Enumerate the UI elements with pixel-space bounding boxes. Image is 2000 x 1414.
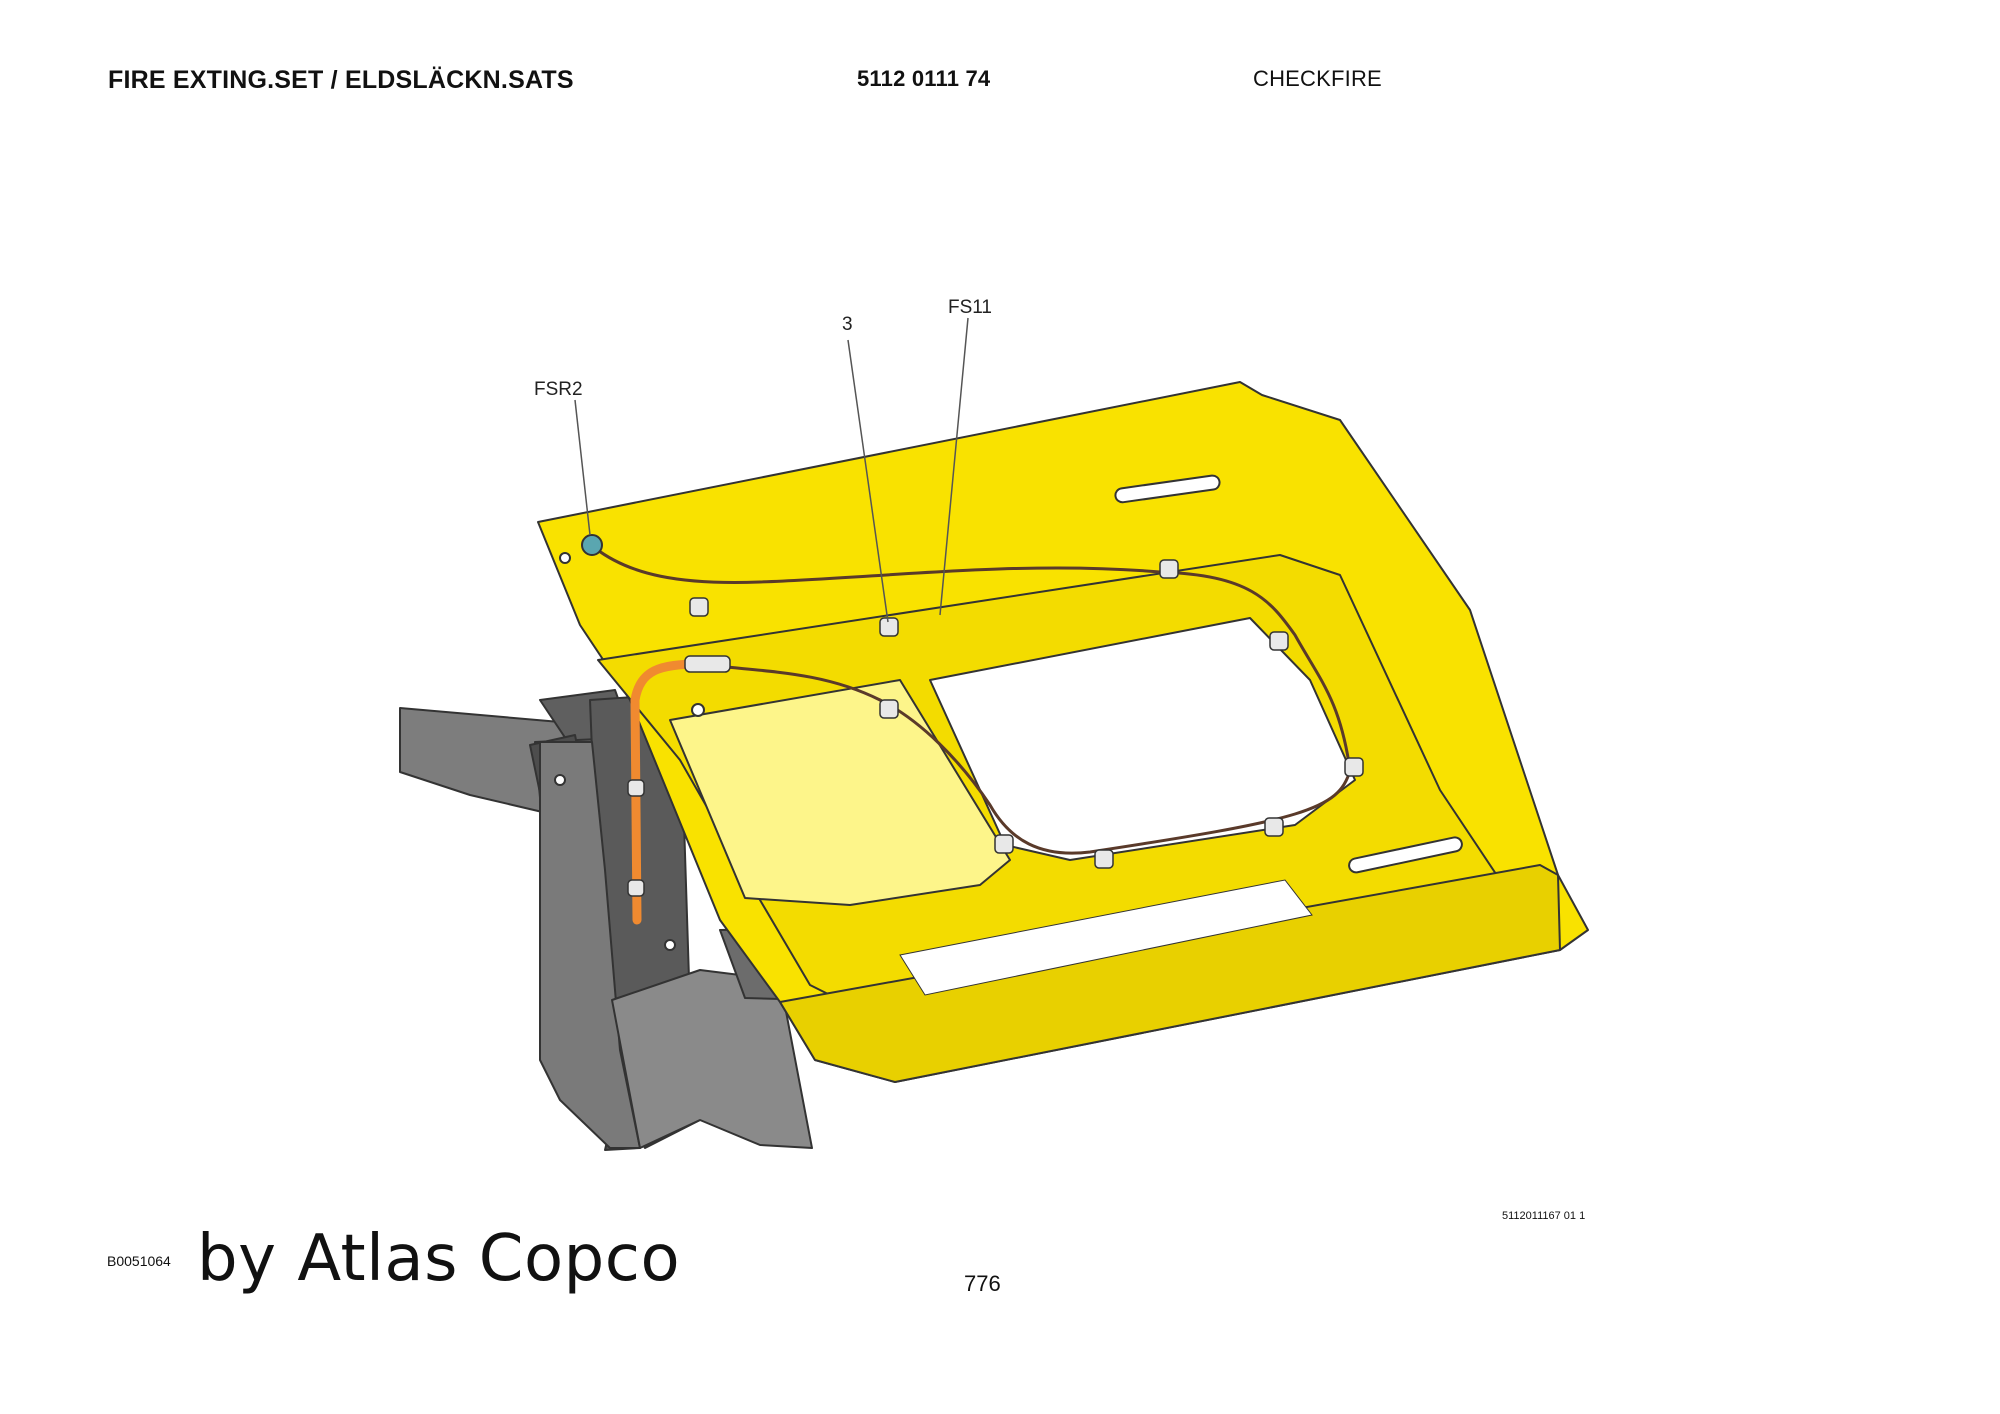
header-title: FIRE EXTING.SET / ELDSLÄCKN.SATS (108, 66, 574, 94)
vent-grille (899, 879, 1313, 996)
header-system: CHECKFIRE (1253, 66, 1382, 91)
cover-panel (537, 381, 1589, 1083)
callout-fs11: FS11 (948, 297, 992, 318)
fsr2-sensor (581, 534, 603, 556)
mounting-bracket (399, 689, 851, 1151)
figure-code: B0051064 (107, 1253, 171, 1269)
callout-item-3: 3 (842, 314, 853, 335)
cable-clamps (627, 559, 1364, 897)
header-part-number: 5112 0111 74 (857, 66, 991, 91)
drawing-number: 5112011167 01 1 (1502, 1210, 1586, 1222)
callout-fsr2: FSR2 (534, 379, 583, 400)
page-number: 776 (964, 1271, 1001, 1296)
callout-leaders (574, 317, 969, 623)
brand-text: by Atlas Copco (197, 1222, 681, 1296)
